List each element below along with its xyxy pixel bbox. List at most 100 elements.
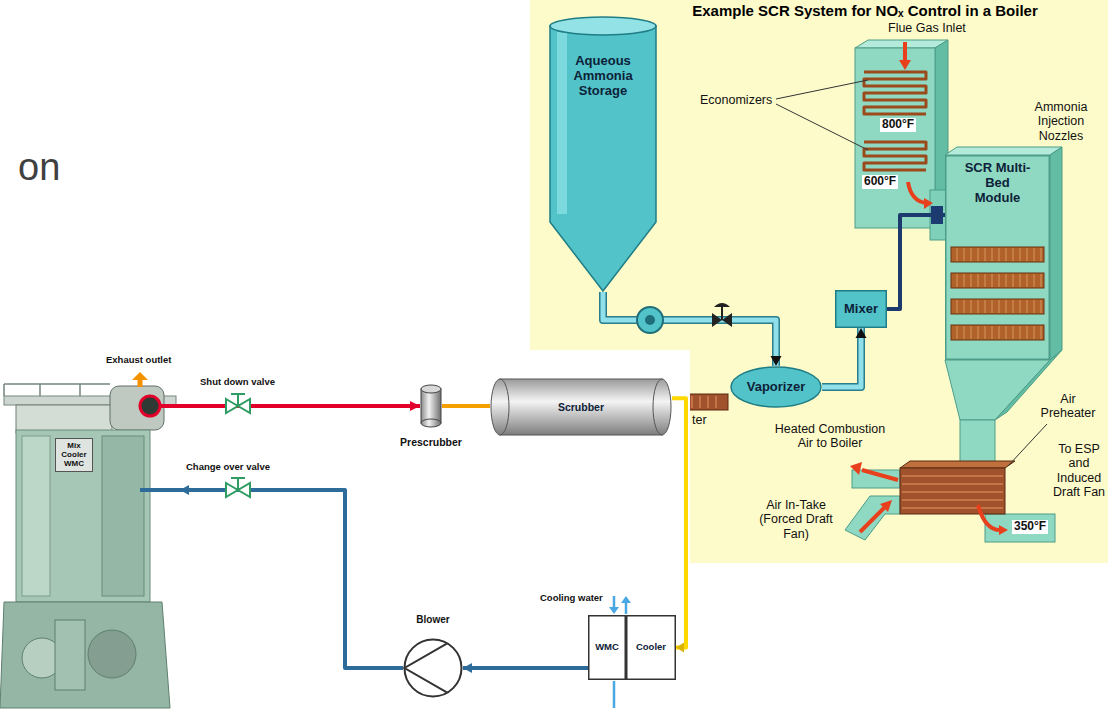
storage-tank-outline [550, 17, 656, 35]
reactor-module-outline [957, 326, 958, 339]
temperature-tag: 800°F [880, 118, 916, 132]
reactor-module-outline [1034, 326, 1035, 339]
reactor-module-outline [985, 274, 986, 287]
small-vessel-outline [421, 389, 441, 423]
injection-line [887, 210, 945, 309]
process-ellipse: Vaporizer [730, 366, 822, 408]
return-pipe [180, 485, 403, 668]
pipe-label: Exhaust outlet [106, 355, 171, 366]
callout-text: Ammonia Injection Nozzles [1024, 100, 1098, 143]
feed-pipe-outline [603, 292, 776, 366]
fan-symbol-outline [405, 640, 462, 697]
reactor-module-outline [1020, 300, 1021, 313]
flow-arrow [880, 500, 892, 512]
reactor-module-outline [971, 274, 972, 287]
callout-text: Heated Combustion Air to Boiler [770, 422, 890, 451]
coil-bank [864, 72, 926, 114]
engine-figure-outline [16, 430, 150, 602]
reactor-module-outline [978, 248, 979, 261]
gas-pipe [442, 406, 490, 407]
reactor-module-outline [1041, 300, 1042, 313]
reactor-module-outline [946, 156, 1050, 360]
small-vessel-outline [421, 385, 441, 393]
water-arrows [609, 607, 619, 614]
slide-heading-fragment: on [18, 146, 60, 190]
engine-figure-outline [0, 370, 180, 710]
coil-bank [864, 142, 926, 170]
reactor-module-outline [964, 326, 965, 339]
feed-pipe-outline [822, 328, 861, 387]
pipe-label: Cooling water [540, 593, 603, 604]
reactor-module-outline [1034, 248, 1035, 261]
feed-pipe-core [603, 292, 776, 366]
arrow-head [771, 356, 782, 366]
diagram-title: Example SCR System for NOₓ Control in a … [620, 2, 1110, 19]
reactor-module-outline [1013, 326, 1014, 339]
engine-figure-outline [16, 405, 112, 433]
reactor-module-outline [951, 299, 1044, 314]
pump-symbol [637, 307, 663, 333]
heat-exchanger [902, 476, 1003, 508]
temperature-tag: 350°F [1012, 520, 1048, 534]
flue-duct [855, 40, 948, 48]
node-label: SCR Multi-Bed Module [962, 161, 1034, 206]
small-vessel-outline [420, 384, 442, 428]
reactor-module-outline [999, 326, 1000, 339]
engine-figure-outline [4, 384, 110, 396]
reactor-module-outline [992, 300, 993, 313]
reactor-module-outline [957, 248, 958, 261]
node-label: Cooler [636, 642, 666, 653]
node-label: Blower [393, 614, 473, 626]
vessel-cylinder: Scrubber [490, 378, 672, 436]
flue-duct [855, 48, 935, 228]
flow-arrow [850, 462, 1008, 535]
leader-line [776, 80, 868, 150]
node-label: Mixer [844, 302, 878, 317]
cut-off-text: ter [692, 413, 707, 427]
reactor-module-outline [992, 248, 993, 261]
reactor-module-outline [1013, 274, 1014, 287]
reactor-module-outline [999, 300, 1000, 313]
leader-line [776, 80, 1047, 466]
node-label: WMC [595, 642, 619, 653]
leader-line [1008, 424, 1047, 466]
gas-pipe [672, 398, 686, 652]
air-ducts [845, 496, 900, 540]
engine-figure-outline [88, 630, 136, 678]
pump-symbol [637, 307, 663, 333]
gate-valve [231, 477, 245, 479]
temperature-tag: 600°F [862, 175, 898, 189]
engine-figure-outline [140, 488, 180, 492]
reactor-module-outline [971, 248, 972, 261]
flow-arrow [924, 198, 933, 209]
flow-arrow [850, 462, 862, 475]
process-box-outline [836, 291, 887, 328]
gas-pipe-core [672, 398, 686, 647]
callout-text: Economizers [700, 93, 772, 107]
node-label: Scrubber [558, 401, 604, 413]
water-arrows [621, 596, 631, 603]
flow-arrow [862, 470, 898, 480]
unit-box-outline [627, 616, 676, 680]
small-vessel: Prescrubber [420, 384, 442, 428]
reactor-module-outline [1027, 300, 1028, 313]
reactor-module-outline [1013, 300, 1014, 313]
flow-arrow [999, 525, 1008, 535]
fan-symbol: Blower [403, 638, 463, 698]
flow-arrow [908, 182, 926, 203]
storage-tank-outline [550, 26, 656, 291]
reactor-module-outline [1006, 326, 1007, 339]
reactor-module-outline [985, 326, 986, 339]
arrow-head [463, 663, 472, 673]
arrow-head [180, 485, 189, 495]
reactor-module: SCR Multi-Bed Module [945, 155, 1050, 360]
valve-label: Shut down valve [200, 377, 275, 388]
reactor-module-outline [1041, 274, 1042, 287]
engine-figure-outline [0, 602, 170, 708]
reactor-module-outline [1020, 326, 1021, 339]
arrow-head [676, 643, 684, 653]
pump-symbol [645, 315, 655, 325]
heat-exchanger [900, 461, 1015, 514]
return-pipe-core [463, 666, 588, 670]
storage-tank-outline [557, 32, 567, 214]
